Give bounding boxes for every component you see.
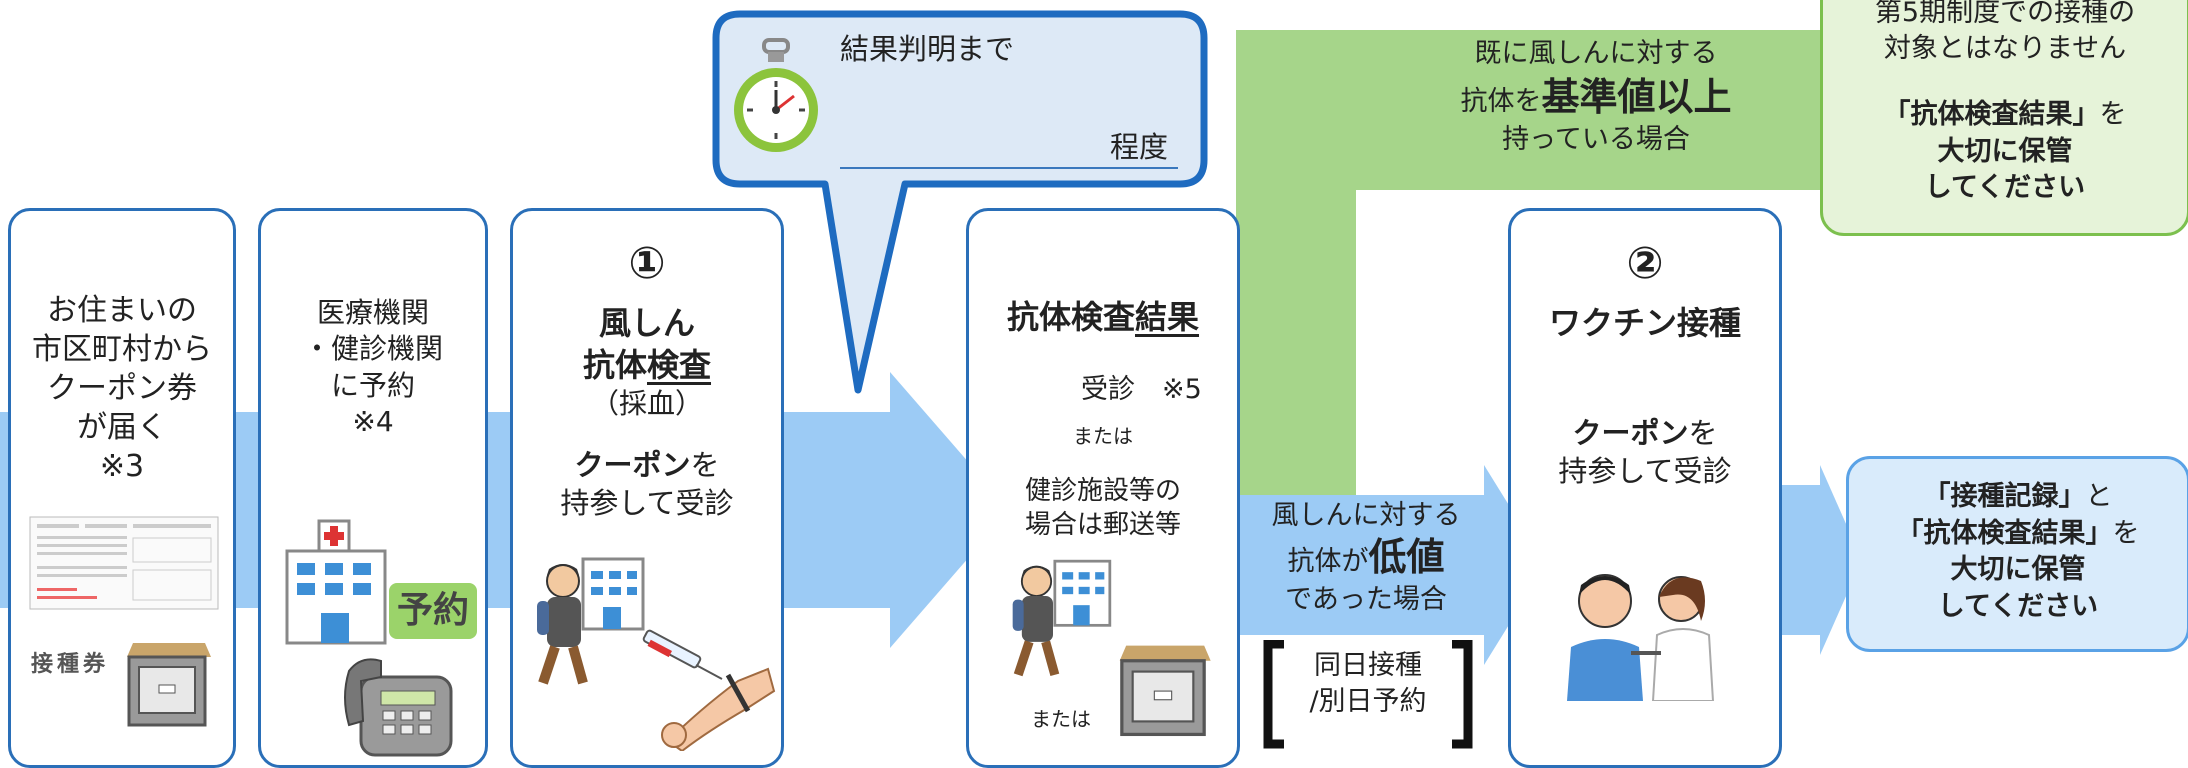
step1-note: ※3 [99, 449, 145, 484]
low-branch-band [1236, 495, 1486, 635]
mailbox-icon [119, 639, 215, 729]
step1-line1: お住まいの [47, 293, 197, 328]
step2-line3: に予約 [330, 368, 415, 402]
green-branch-join [1236, 355, 1356, 495]
step2-note: ※4 [352, 405, 394, 439]
step-antibody-test: ① 風しん 抗体検査 （採血） クーポンを 持参して受診 [510, 208, 784, 768]
step3-title1: 風しん [598, 304, 695, 342]
blood-draw-icon [638, 621, 778, 751]
step-test-result: 抗体検査結果 受診 ※5 または 健診施設等の 場合は郵送等 または [966, 208, 1240, 768]
blue-result-box: 「接種記録」と 「抗体検査結果」を 大切に保管 してください [1846, 456, 2188, 652]
green-result-line3-bold: 「抗体検査結果」 [1883, 99, 2100, 131]
reserve-badge: 予約 [389, 583, 477, 639]
step-vaccination: ② ワクチン接種 クーポンを 持参して受診 [1508, 208, 1782, 768]
patient-visit-icon-2 [1009, 553, 1119, 683]
step2-line2: ・健診機関 [302, 332, 443, 366]
green-branch-line2-pre: 抗体を [1460, 85, 1542, 117]
step4-title-pre: 抗体検査 [1006, 298, 1135, 336]
patient-visit-icon [533, 551, 653, 691]
step4-or1: または [1073, 424, 1133, 448]
blue-result-line2-rest: を [2112, 517, 2140, 549]
same-day-line1: 同日接種 [1314, 650, 1422, 681]
step5-coupon-rest: を [1688, 416, 1718, 450]
step-coupon-arrival: お住まいの 市区町村から クーポン券 が届く ※3 接種券 [8, 208, 236, 768]
green-branch-line3: 持っている場合 [1502, 123, 1690, 155]
green-branch-line2-bold: 基準値以上 [1541, 74, 1732, 119]
step3-sub: （採血） [590, 387, 703, 421]
step4-title-underlined: 結果 [1135, 298, 1200, 336]
coupon-sheet-icon [29, 516, 219, 610]
stopwatch-icon [730, 38, 822, 158]
step4-or2: または [1031, 707, 1091, 731]
low-branch-line2-bold: 低値 [1368, 535, 1445, 580]
same-day-line2: /別日予約 [1309, 686, 1427, 718]
step5-number: ② [1626, 238, 1664, 289]
vaccination-icon [1561, 561, 1731, 701]
step5-coupon: クーポン [1572, 416, 1689, 450]
step3-coupon-rest: を [690, 448, 720, 482]
final-band [1780, 485, 1822, 635]
step3-coupon: クーポン [574, 448, 691, 482]
step4-visit: 受診 ※5 [1081, 374, 1202, 405]
step5-bring: 持参して受診 [1558, 453, 1732, 488]
bubble-label-approx: 程度 [1110, 130, 1169, 164]
low-branch-line1: 風しんに対する [1271, 500, 1461, 531]
step2-line1: 医療機関 [316, 296, 429, 329]
step4-line3: 健診施設等の [1024, 476, 1181, 506]
hospital-icon [281, 517, 391, 647]
low-branch-line3: であった場合 [1285, 584, 1447, 616]
step3-number: ① [628, 238, 666, 289]
blue-result-line1-rest: と [2085, 481, 2113, 512]
green-result-line4: 大切に保管 [1937, 135, 2073, 167]
green-result-box: 第5期制度での接種の 対象とはなりません 「抗体検査結果」を 大切に保管 してく… [1820, 0, 2188, 236]
same-day-brackets [1263, 640, 1473, 749]
step5-title: ワクチン接種 [1548, 304, 1741, 342]
ticket-label: 接種券 [31, 652, 110, 677]
step1-line4: が届く [77, 410, 167, 445]
green-branch-horizontal [1236, 30, 1836, 190]
blue-result-line2-bold: 「抗体検査結果」 [1896, 517, 2113, 549]
blue-result-line1-bold: 「接種記録」 [1923, 481, 2086, 512]
telephone-icon [341, 651, 461, 761]
low-branch-line2-pre: 抗体が [1287, 546, 1369, 578]
final-arrowhead [1820, 465, 1862, 655]
green-result-line2: 対象とはなりません [1883, 33, 2127, 65]
mailbox-icon-2 [1111, 641, 1215, 739]
green-result-line5: してください [1924, 171, 2086, 203]
green-result-line3-rest: を [2099, 99, 2127, 131]
blue-result-line4: してください [1937, 591, 2099, 623]
step3-title2-pre: 抗体 [582, 345, 647, 384]
green-branch-line1: 既に風しんに対する [1474, 38, 1718, 69]
green-result-line1: 第5期制度での接種の [1874, 0, 2136, 28]
bubble-label-until-result: 結果判明まで [840, 32, 1015, 66]
step4-line4: 場合は郵送等 [1024, 509, 1181, 540]
step3-title2-underlined: 検査 [647, 345, 712, 384]
step-reservation: 医療機関 ・健診機関 に予約 ※4 予約 [258, 208, 488, 768]
step1-line2: 市区町村から [32, 332, 212, 367]
step3-bring: 持参して受診 [560, 485, 734, 520]
main-flow-arrowhead [890, 372, 1010, 648]
blue-result-line3: 大切に保管 [1950, 554, 2086, 586]
step1-line3: クーポン券 [47, 371, 197, 406]
time-bubble-shape [712, 10, 1208, 394]
